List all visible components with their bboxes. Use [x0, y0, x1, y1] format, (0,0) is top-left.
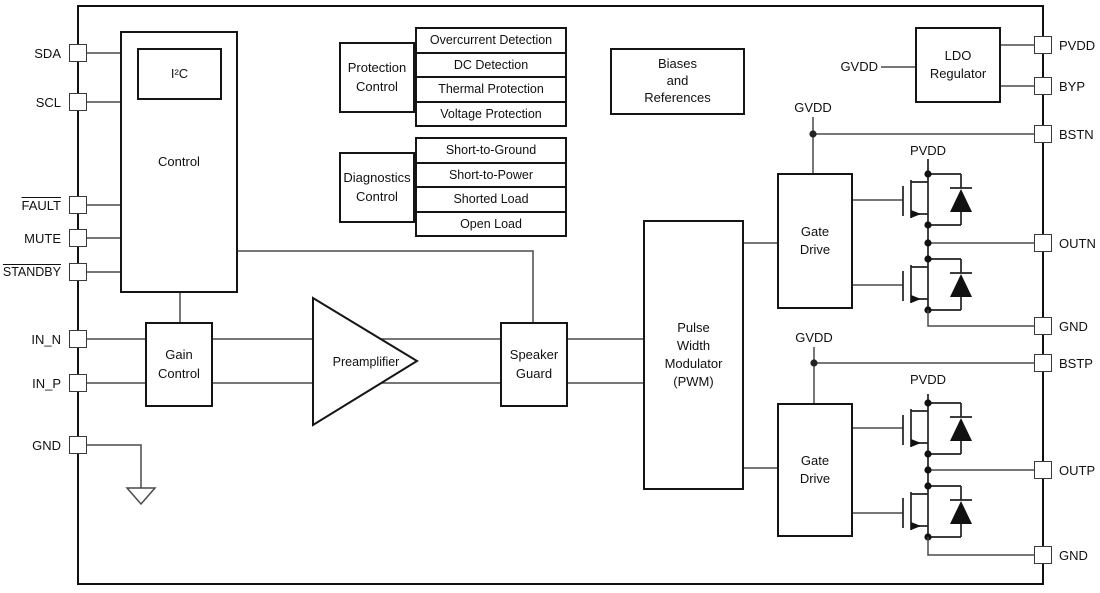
- speaker-guard-block: Speaker Guard: [500, 322, 568, 407]
- diagnostics-item: Shorted Load: [417, 186, 565, 211]
- pin-in-p: [69, 374, 87, 392]
- pin-standby: [69, 263, 87, 281]
- pin-label-scl: SCL: [35, 95, 61, 110]
- biases-label: and: [666, 73, 689, 89]
- gvdd-net-label: GVDD: [795, 330, 833, 345]
- pin-gnd-n: [1034, 317, 1052, 335]
- junction-dot: [924, 466, 932, 474]
- preamplifier-triangle: [312, 296, 419, 427]
- pin-gnd-left: [69, 436, 87, 454]
- wires-control-pins: [87, 52, 120, 273]
- diagnostics-control-block: Diagnostics Control: [339, 152, 415, 223]
- wire-gnd-p: [927, 537, 1034, 556]
- biases-label: References: [644, 89, 711, 105]
- gain-control-label: Gain: [165, 347, 193, 363]
- pin-label-gnd-p: GND: [1059, 548, 1088, 563]
- pin-label-gnd-left: GND: [32, 438, 61, 453]
- pwm-label: (PWM): [673, 374, 714, 390]
- pin-scl: [69, 93, 87, 111]
- pvdd-net-label: PVDD: [909, 143, 947, 158]
- gate-drive-label: Gate: [800, 452, 830, 468]
- wires-pwm-gatedrive: [744, 242, 777, 469]
- diagnostics-control-label: Control: [356, 188, 398, 204]
- speaker-guard-label: Speaker: [509, 347, 559, 363]
- protection-control-block: Protection Control: [339, 42, 415, 113]
- protection-item: Thermal Protection: [417, 76, 565, 101]
- pin-sda: [69, 44, 87, 62]
- pin-label-bstn: BSTN: [1059, 127, 1094, 142]
- gate-drive-n-block: Gate Drive: [777, 173, 853, 309]
- gate-drive-label: Drive: [799, 242, 831, 257]
- ldo-regulator-block: LDO Regulator: [915, 27, 1001, 103]
- pwm-label: Pulse: [677, 319, 710, 335]
- pin-label-bstp: BSTP: [1059, 356, 1093, 371]
- pin-mute: [69, 229, 87, 247]
- gate-drive-label: Drive: [799, 471, 831, 486]
- pin-label-fault: FAULT: [21, 198, 62, 213]
- diagnostics-item: Short-to-Power: [417, 161, 565, 187]
- pin-label-gnd-n: GND: [1059, 319, 1088, 334]
- wire-gnd-n: [927, 310, 1034, 327]
- pin-bstn: [1034, 125, 1052, 143]
- wires-gate-leads: [853, 199, 903, 514]
- pin-outn: [1034, 234, 1052, 252]
- protection-item: Voltage Protection: [417, 100, 565, 126]
- pin-outp: [1034, 461, 1052, 479]
- chip-boundary: [77, 5, 1044, 585]
- junction-dot: [924, 239, 932, 247]
- pin-label-in-n: IN_N: [31, 332, 61, 347]
- pin-label-outp: OUTP: [1059, 463, 1096, 478]
- pwm-label: Width: [676, 337, 711, 353]
- pwm-label: Modulator: [664, 356, 723, 371]
- speaker-guard-label: Guard: [515, 365, 553, 381]
- pin-byp: [1034, 77, 1052, 95]
- gain-control-label: Control: [158, 365, 200, 381]
- gain-control-block: Gain Control: [145, 322, 213, 407]
- diagnostics-list: Short-to-Ground Short-to-Power Shorted L…: [415, 137, 567, 237]
- pin-label-byp: BYP: [1059, 79, 1086, 94]
- control-label: Control: [158, 153, 200, 169]
- pin-label-mute: MUTE: [24, 231, 61, 246]
- preamplifier-label: Preamplifier: [332, 355, 400, 369]
- protection-item: DC Detection: [417, 51, 565, 77]
- pin-pvdd: [1034, 36, 1052, 54]
- pin-fault: [69, 196, 87, 214]
- pin-label-in-p: IN_P: [32, 376, 61, 391]
- junction-dot: [809, 130, 817, 138]
- wires-ldo-out: [1001, 44, 1034, 87]
- pin-label-pvdd: PVDD: [1059, 38, 1096, 53]
- wire-control-speaker-guard: [238, 250, 534, 322]
- biases-label: Biases: [657, 56, 698, 72]
- pin-label-sda: SDA: [34, 46, 61, 61]
- wire-gnd: [87, 444, 142, 488]
- i2c-block: I²C: [137, 48, 222, 100]
- pvdd-net-label: PVDD: [909, 372, 947, 387]
- pwm-block: Pulse Width Modulator (PWM): [643, 220, 744, 490]
- protection-control-label: Control: [356, 78, 398, 94]
- pin-gnd-p: [1034, 546, 1052, 564]
- i2c-label: I²C: [170, 65, 189, 81]
- protection-list: Overcurrent Detection DC Detection Therm…: [415, 27, 567, 127]
- protection-item: Overcurrent Detection: [429, 33, 553, 48]
- wire-gvdd-p: [813, 347, 1034, 403]
- diagnostics-item: Open Load: [417, 210, 565, 236]
- diagnostics-item: Short-to-Ground: [445, 143, 537, 158]
- diagnostics-control-label: Diagnostics: [343, 170, 411, 186]
- ground-symbol: [125, 487, 157, 506]
- protection-control-label: Protection: [347, 60, 407, 76]
- biases-references-block: Biases and References: [610, 48, 745, 115]
- pin-label-standby: STANDBY: [2, 265, 61, 279]
- gate-drive-label: Gate: [800, 223, 830, 239]
- pin-in-n: [69, 330, 87, 348]
- ldo-label: LDO: [944, 47, 972, 63]
- gvdd-net-label: GVDD: [794, 100, 832, 115]
- pin-label-outn: OUTN: [1059, 236, 1096, 251]
- wire-gvdd-n: [812, 117, 1034, 173]
- gvdd-net-label: GVDD: [840, 59, 878, 74]
- junction-dot: [810, 359, 818, 367]
- pin-bstp: [1034, 354, 1052, 372]
- ldo-label: Regulator: [929, 66, 987, 81]
- gate-drive-p-block: Gate Drive: [777, 403, 853, 537]
